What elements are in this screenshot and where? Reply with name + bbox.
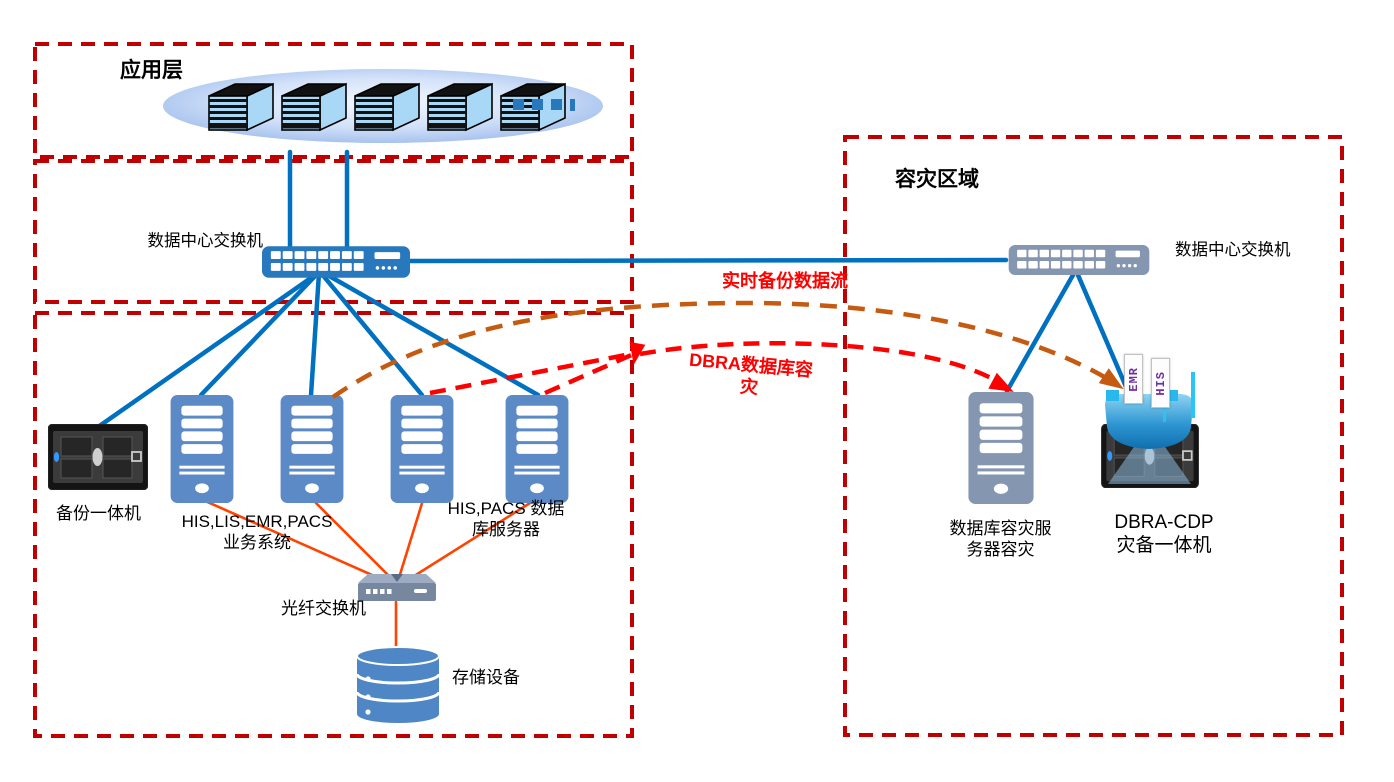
orange-san-links <box>201 496 540 652</box>
zone-servers-border <box>33 311 634 738</box>
flow-dbra-lines <box>429 340 1010 396</box>
zone-app-border <box>33 42 634 159</box>
db-servers-label: HIS,PACS 数据 库服务器 <box>447 499 565 539</box>
backup-appliance-label: 备份一体机 <box>56 504 141 523</box>
zone-core-switch-border <box>33 159 634 304</box>
fiber-switch-icon <box>358 574 436 601</box>
flow-realtime-arrowhead <box>1098 368 1124 390</box>
flow-realtime-label: 实时备份数据流 <box>722 271 848 291</box>
storage-label: 存储设备 <box>452 668 520 687</box>
biz-server-icon <box>280 395 344 503</box>
dc-switch-left-label: 数据中心交换机 <box>147 232 264 250</box>
ellipsis-dots-icon <box>513 99 575 111</box>
app-server-cube-icon <box>281 83 347 131</box>
flow-dbra-arrowhead-left <box>629 341 646 365</box>
fiber-switch-label: 光纤交换机 <box>281 599 366 618</box>
db-server-icon <box>505 395 569 503</box>
tag-emr: EMR <box>1124 354 1143 404</box>
db-server-icon <box>390 395 454 503</box>
dr-server-label: 数据库容灾服 务器容灾 <box>949 519 1052 559</box>
datacenter-switch-right-icon <box>1008 245 1150 275</box>
biz-servers-label: HIS,LIS,EMR,PACS 业务系统 <box>181 512 333 552</box>
zone-dr-title: 容灾区域 <box>895 168 979 191</box>
flow-realtime-backup-line <box>331 300 1120 399</box>
dr-database-server-icon <box>968 392 1034 504</box>
antenna-icon <box>1191 372 1195 418</box>
backup-appliance-icon <box>48 424 148 490</box>
datacenter-switch-left-icon <box>262 246 410 278</box>
biz-server-icon <box>170 395 234 503</box>
app-server-cube-icon <box>208 83 274 131</box>
blue-links <box>95 149 1130 430</box>
app-server-cube-icon <box>427 83 493 131</box>
tag-his: HIS <box>1151 358 1170 408</box>
zone-dr-border <box>843 135 1344 737</box>
app-server-cube-icon <box>354 83 420 131</box>
flow-dbra-arrowhead-right <box>988 372 1014 392</box>
storage-device-icon <box>356 646 440 724</box>
zone-app-title: 应用层 <box>120 59 183 82</box>
dc-switch-right-label: 数据中心交换机 <box>1175 241 1291 259</box>
dbra-cdp-appliance-icon <box>1100 372 1200 488</box>
dbra-cdp-label: DBRA-CDP 灾备一体机 <box>1114 512 1214 557</box>
